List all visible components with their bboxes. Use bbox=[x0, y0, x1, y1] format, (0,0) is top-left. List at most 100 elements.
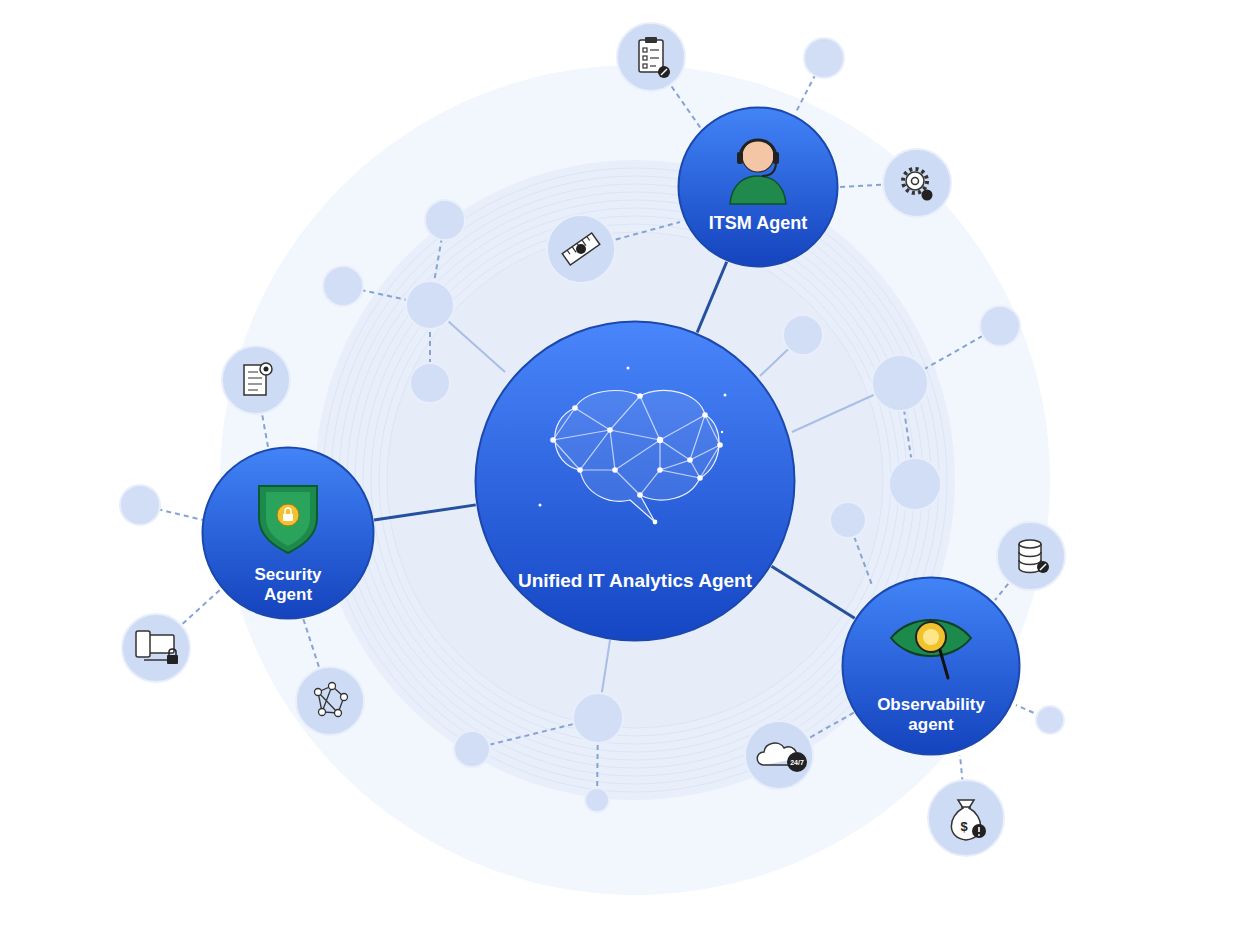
shield-inner bbox=[266, 492, 310, 546]
satellite-dot bbox=[323, 266, 363, 306]
eye-icon bbox=[891, 620, 971, 656]
ring bbox=[347, 192, 923, 768]
certificate-seal-core bbox=[264, 367, 269, 372]
brain-node bbox=[572, 405, 578, 411]
satellite-dot bbox=[1036, 706, 1064, 734]
sparkle bbox=[627, 367, 630, 370]
shield-icon bbox=[259, 486, 317, 553]
node-label: Observability agent bbox=[856, 695, 1006, 736]
database-top bbox=[1019, 540, 1041, 548]
certificate-icon bbox=[244, 365, 266, 395]
money-bag-icon bbox=[951, 800, 980, 840]
database-rings bbox=[1019, 552, 1041, 565]
node-label-group: Observability agent bbox=[856, 695, 1006, 736]
edit-badge bbox=[1037, 561, 1049, 573]
edit-pencil bbox=[661, 69, 667, 75]
list-line bbox=[650, 49, 659, 50]
circle-fill bbox=[476, 322, 795, 641]
headset-ear bbox=[737, 152, 743, 164]
network-node bbox=[335, 710, 342, 717]
circle-fill bbox=[679, 108, 838, 267]
network-node bbox=[315, 689, 322, 696]
lock-badge bbox=[277, 504, 299, 526]
monitor-icon bbox=[148, 635, 174, 653]
gear-teeth bbox=[903, 169, 927, 193]
magnifier-handle bbox=[940, 650, 948, 678]
ruler-ticks bbox=[567, 236, 591, 255]
satellite-dot bbox=[573, 693, 623, 743]
currency-symbol: $ bbox=[960, 819, 967, 834]
circle-outline bbox=[474, 320, 796, 642]
icon-bubble bbox=[997, 522, 1065, 590]
node-label-group: Security Agent bbox=[233, 565, 343, 606]
ring bbox=[379, 224, 891, 736]
lock-body bbox=[283, 514, 293, 521]
brain-node bbox=[550, 437, 556, 443]
headset-mic bbox=[762, 162, 776, 176]
headset-band bbox=[740, 140, 776, 158]
person-head bbox=[742, 140, 774, 172]
brain-outline bbox=[555, 390, 719, 522]
sparkle bbox=[724, 394, 727, 397]
brain-node bbox=[577, 467, 583, 473]
sparkle bbox=[539, 504, 542, 507]
icon-bubble bbox=[122, 614, 190, 682]
node-label-group: Unified IT Analytics Agent bbox=[505, 570, 765, 593]
money-bag-tie bbox=[961, 806, 971, 808]
satellite-dot bbox=[889, 458, 941, 510]
ruler-icon bbox=[562, 233, 600, 265]
icon-bubble bbox=[617, 23, 685, 91]
satellite-dot bbox=[830, 502, 866, 538]
eye-iris bbox=[916, 622, 946, 652]
satellite-dot bbox=[980, 306, 1020, 346]
ring bbox=[339, 184, 931, 776]
clipboard-icon bbox=[639, 40, 663, 72]
cloud-base bbox=[764, 764, 788, 766]
icon-bubble bbox=[222, 346, 290, 414]
icon-bubble bbox=[547, 215, 615, 283]
gear-hub bbox=[912, 178, 919, 185]
circle-fill bbox=[203, 448, 374, 619]
satellite-dot bbox=[410, 363, 450, 403]
brain-node bbox=[612, 467, 618, 473]
brain-node bbox=[607, 427, 613, 433]
brain-network bbox=[553, 396, 720, 495]
icon-bubble bbox=[928, 780, 1004, 856]
network-node bbox=[319, 709, 326, 716]
satellite-dot bbox=[783, 315, 823, 355]
agent-circle: Observability agent bbox=[841, 576, 1021, 756]
ring bbox=[387, 232, 883, 728]
alert-badge bbox=[972, 824, 986, 838]
brain-node bbox=[687, 457, 693, 463]
eye-pupil bbox=[923, 629, 939, 645]
badge-text: 24/7 bbox=[790, 759, 804, 766]
lock-shackle bbox=[169, 649, 176, 655]
satellite-dot bbox=[872, 355, 928, 411]
satellite-dot bbox=[406, 281, 454, 329]
lock-icon bbox=[167, 655, 178, 664]
agent-circle: Security Agent bbox=[201, 446, 375, 620]
brain-node bbox=[637, 393, 643, 399]
brain-node bbox=[702, 412, 708, 418]
clock-badge bbox=[787, 752, 807, 772]
network-node bbox=[341, 694, 348, 701]
satellite-dot bbox=[425, 200, 465, 240]
satellite-dot bbox=[454, 731, 490, 767]
certificate-seal bbox=[260, 363, 272, 375]
brain-node bbox=[637, 492, 643, 498]
sparkle bbox=[721, 431, 723, 433]
headset-ear bbox=[773, 152, 779, 164]
connector-line bbox=[697, 262, 727, 333]
connector-line bbox=[772, 566, 855, 618]
node-label: Security Agent bbox=[233, 565, 343, 606]
certificate-lines bbox=[248, 372, 262, 390]
agent-circle: ITSM Agent bbox=[677, 106, 839, 268]
checkbox bbox=[643, 64, 647, 68]
node-label-group: ITSM Agent bbox=[683, 213, 833, 235]
icon-bubble bbox=[296, 667, 364, 735]
brain-node bbox=[697, 475, 703, 481]
node-label: ITSM Agent bbox=[683, 213, 833, 235]
